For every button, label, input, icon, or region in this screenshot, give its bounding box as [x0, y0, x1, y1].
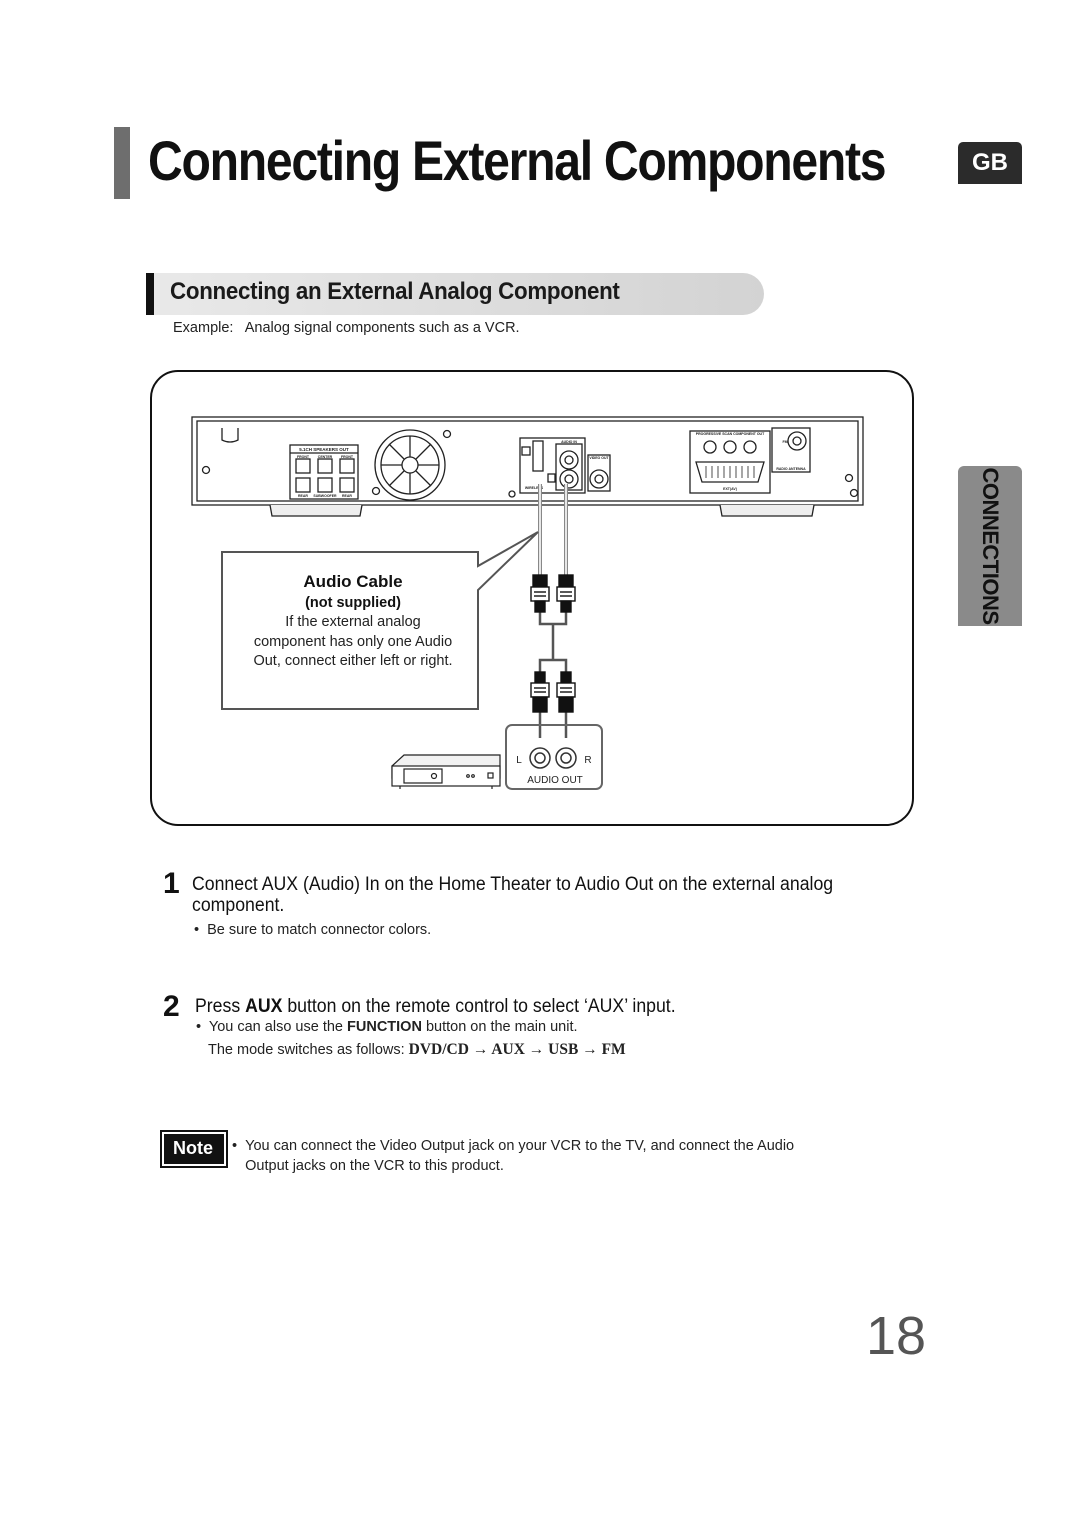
subsection-header-background — [146, 273, 764, 315]
callout-subtitle: (not supplied) — [305, 595, 401, 611]
plug-lower-right — [556, 671, 576, 713]
page-number: 18 — [866, 1306, 927, 1366]
fm-label: FM — [782, 440, 787, 444]
callout-body: If the external analog component has onl… — [253, 614, 453, 669]
plug-upper-left — [530, 574, 550, 613]
euroav-label: EXT(AV) — [723, 487, 737, 491]
video-out-label: VIDEO OUT — [589, 456, 609, 460]
vcr-device — [391, 754, 501, 789]
audio-out-right-label: R — [584, 755, 591, 766]
subsection-accent-bar — [146, 273, 154, 315]
step-2-text: Press AUX button on the remote control t… — [195, 996, 676, 1017]
step-1-number: 1 — [163, 867, 180, 900]
subsection-title: Connecting an External Analog Component — [170, 278, 620, 305]
rca-plugs — [530, 574, 576, 713]
rear-right-label: REAR — [342, 494, 352, 498]
component-out-label: PROGRESSIVE SCAN COMPONENT OUT — [696, 432, 765, 436]
note-badge — [160, 1130, 228, 1168]
panel-labels: 5.1CH SPEAKERS OUT FRONT CENTER FRONT RE… — [297, 432, 806, 498]
mode-sequence-line: The mode switches as follows: DVD/CD → A… — [208, 1041, 626, 1058]
note-text: • You can connect the Video Output jack … — [232, 1136, 832, 1176]
rear-left-label: REAR — [298, 494, 308, 498]
example-text: Example: Analog signal components such a… — [173, 320, 520, 336]
center-label: CENTER — [318, 455, 333, 459]
step-2-bullet: • You can also use the FUNCTION button o… — [196, 1019, 578, 1035]
plug-upper-right — [556, 574, 576, 613]
audio-out-label: AUDIO OUT — [527, 775, 583, 786]
section-side-tab: CONNECTIONS — [958, 466, 1022, 626]
page-title: Connecting External Components — [148, 129, 887, 192]
step-1-bullet: • Be sure to match connector colors. — [194, 922, 432, 938]
front-left-label: FRONT — [297, 455, 310, 459]
wireless-label: WIRELESS — [525, 486, 544, 490]
title-accent-bar — [114, 127, 130, 199]
callout-title: Audio Cable — [303, 572, 403, 591]
front-right-label: FRONT — [341, 455, 354, 459]
diagram-frame — [150, 370, 914, 826]
mode-sequence: DVD/CD → AUX → USB → FM — [408, 1041, 626, 1058]
home-theater-rear-panel — [191, 416, 864, 517]
radio-antenna-label: RADIO ANTENNA — [776, 467, 806, 471]
speakers-out-label: 5.1CH SPEAKERS OUT — [299, 447, 349, 452]
audio-out-left-label: L — [516, 755, 522, 766]
aux-keyword: AUX — [245, 996, 283, 1017]
function-keyword: FUNCTION — [347, 1019, 422, 1035]
step-2-number: 2 — [163, 990, 180, 1023]
callout-box — [221, 531, 539, 710]
plug-lower-left — [530, 671, 550, 713]
step-1-text: Connect AUX (Audio) In on the Home Theat… — [192, 874, 834, 916]
subwoofer-label: SUBWOOFER — [313, 494, 337, 498]
step-1-bullet-text: Be sure to match connector colors. — [207, 922, 432, 938]
note-text-body: You can connect the Video Output jack on… — [245, 1138, 795, 1174]
audio-in-label: AUDIO IN — [561, 440, 577, 444]
note-label: Note — [173, 1138, 213, 1158]
language-badge: GB — [958, 142, 1022, 184]
audio-out-panel — [505, 724, 603, 790]
